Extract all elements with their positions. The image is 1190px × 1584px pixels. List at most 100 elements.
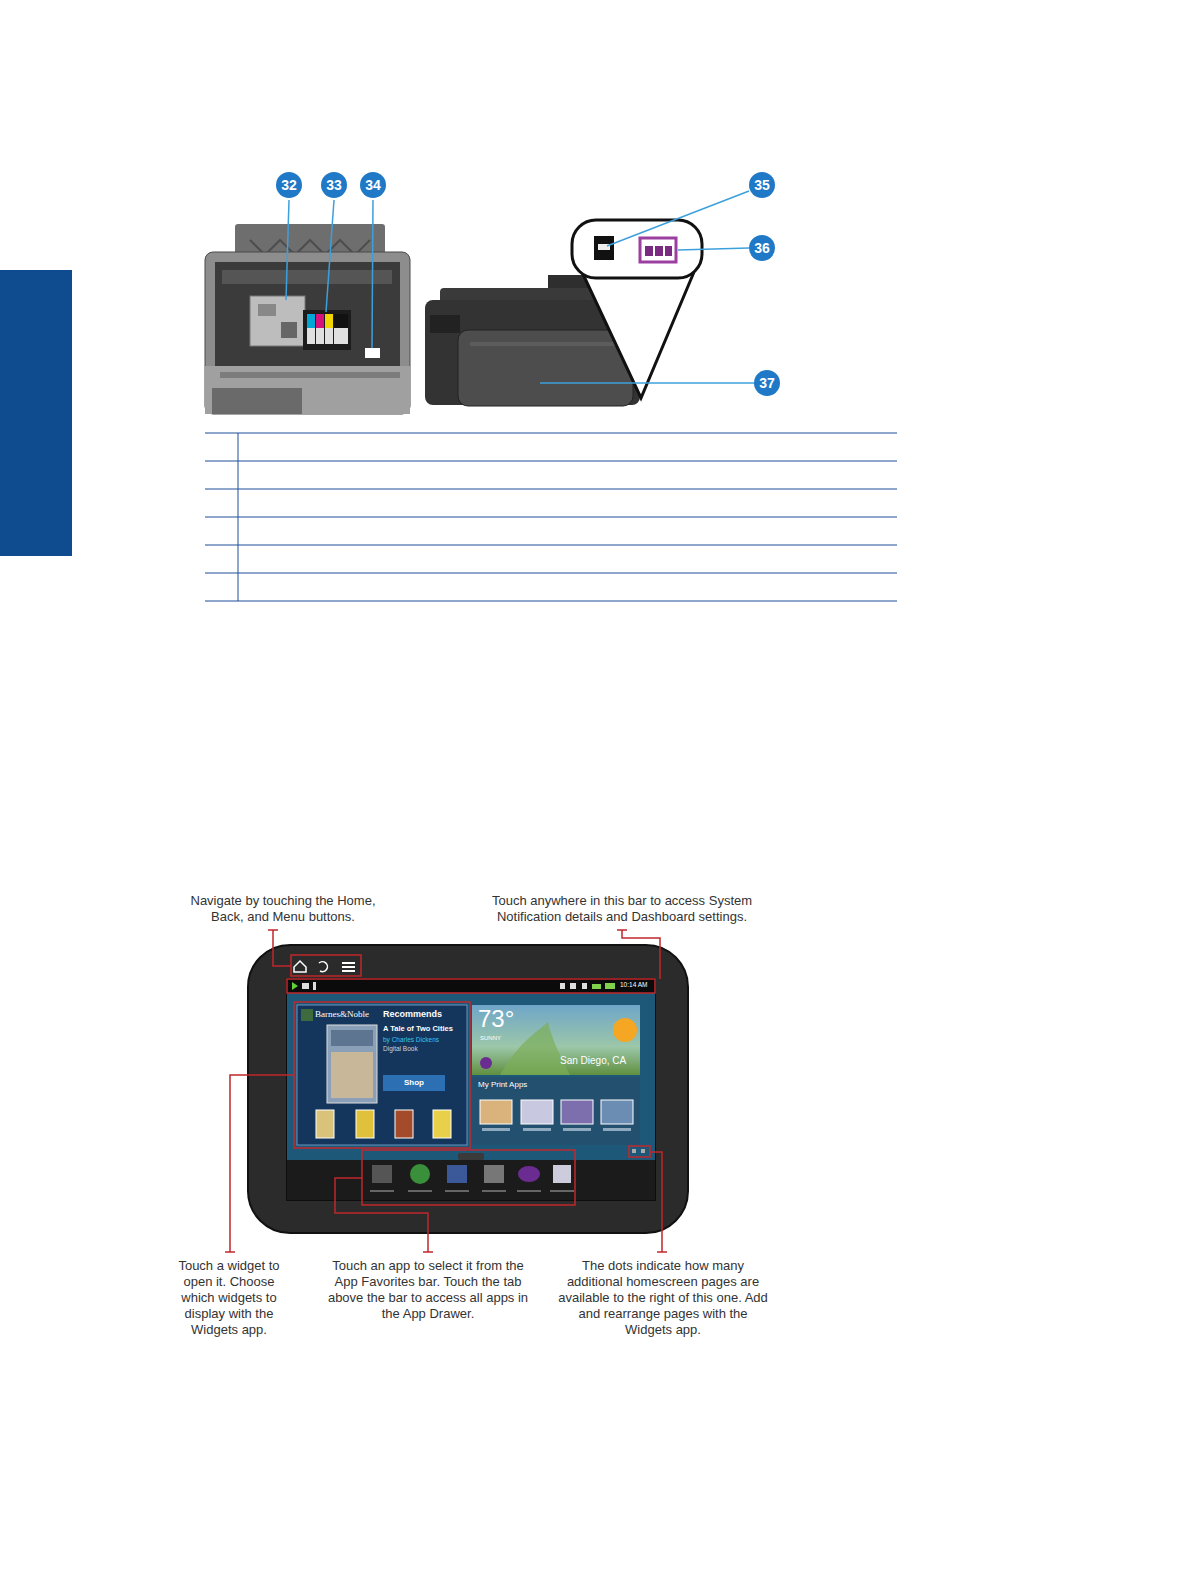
shop-button: Shop — [383, 1075, 445, 1091]
book-widget-text: Digital Book — [383, 1045, 418, 1052]
callout-number-text: 32 — [281, 177, 297, 193]
printer-inside-view-part — [334, 314, 348, 328]
book-widget-text: Recommends — [383, 1009, 442, 1019]
port-magnifier-part — [665, 246, 672, 256]
annotation-bracket-part — [617, 930, 660, 979]
weather-widget-text: 73° — [478, 1005, 514, 1033]
tablet-part — [605, 983, 615, 989]
callout-leader-part — [286, 200, 289, 300]
tablet-part — [331, 1030, 373, 1046]
callout-number: 34 — [360, 172, 386, 198]
callout-number-text: 35 — [754, 177, 770, 193]
book-widget-text: Barnes&Noble — [315, 1009, 369, 1019]
tablet-part — [248, 945, 688, 1233]
printer-inside-view-part — [222, 270, 392, 284]
callout-number-text: 37 — [759, 375, 775, 391]
printer-inside-view-part — [303, 310, 351, 350]
tablet-part — [472, 1077, 640, 1145]
tablet-part — [523, 1128, 551, 1131]
tablet-part — [292, 982, 298, 990]
tablet-part — [550, 1190, 574, 1192]
callout-number-text: 33 — [326, 177, 342, 193]
printer-inside-view-part — [316, 314, 324, 344]
printer-inside-view-part — [212, 388, 302, 414]
tablet-part — [484, 1165, 504, 1183]
callout-number-text: 36 — [754, 240, 770, 256]
printer-inside-view-part — [365, 348, 380, 358]
annotation-bracket-part — [268, 930, 291, 966]
print-apps-widget-text: My Print Apps — [478, 1080, 527, 1089]
port-magnifier-part — [572, 220, 702, 278]
book-widget-text: by Charles Dickens — [383, 1036, 439, 1043]
annotation-bracket-part — [287, 979, 655, 993]
port-magnifier-part — [582, 272, 694, 398]
tablet-part — [342, 966, 355, 968]
tablet-part — [447, 1165, 467, 1183]
tablet-part — [342, 962, 355, 964]
tablet-part — [316, 1110, 334, 1138]
callout-number: 33 — [321, 172, 347, 198]
annotation-note: Touch an app to select it from the App F… — [323, 1258, 533, 1322]
tablet-part — [480, 1100, 512, 1124]
printer-inside-view-part — [325, 314, 333, 344]
tablet-part — [472, 1005, 640, 1075]
port-magnifier-part — [655, 246, 663, 256]
annotation-note: Navigate by touching the Home, Back, and… — [178, 893, 388, 925]
tablet-part — [370, 1190, 394, 1192]
tablet-part — [408, 1190, 432, 1192]
tablet-part — [410, 1164, 430, 1184]
status-clock: 10:14 AM — [620, 981, 647, 988]
printer-inside-view-part — [250, 296, 305, 346]
tablet-part — [287, 1160, 655, 1200]
table-rule — [205, 433, 897, 601]
printer-inside-view-part — [205, 252, 410, 414]
callout-number: 32 — [276, 172, 302, 198]
tablet-part — [563, 1128, 591, 1131]
tablet-part — [433, 1110, 451, 1138]
tablet-part — [301, 1009, 313, 1021]
callout-leader-part — [678, 248, 749, 250]
tablet-part — [342, 970, 355, 972]
tablet-part — [641, 1149, 645, 1153]
tablet-part — [445, 1190, 469, 1192]
printer-inside-view-part — [307, 314, 315, 328]
annotation-bracket-part — [650, 1152, 667, 1252]
port-magnifier-part — [640, 238, 676, 262]
annotation-note: Touch a widget to open it. Choose which … — [166, 1258, 292, 1338]
side-tab — [0, 270, 72, 556]
annotation-bracket — [225, 930, 667, 1252]
weather-widget-text: SUNNY — [480, 1035, 501, 1042]
printer-inside-view — [205, 224, 410, 414]
tablet-part — [458, 1153, 484, 1160]
tablet-part — [601, 1100, 633, 1124]
table-rule-part — [205, 545, 897, 546]
table-rule-part — [205, 489, 897, 490]
book-widget-text: A Tale of Two Cities — [383, 1025, 453, 1034]
tablet-part — [287, 993, 655, 1160]
tablet-part — [582, 983, 587, 989]
tablet-part — [356, 1110, 374, 1138]
tablet-part — [372, 1165, 392, 1183]
shop-button-text: Shop — [404, 1078, 424, 1087]
printer-inside-view-part — [307, 314, 315, 344]
tablet-part — [327, 1025, 377, 1103]
weather-widget: 73°SUNNYSan Diego, CA — [472, 1005, 640, 1075]
port-magnifier — [572, 220, 702, 398]
printer-inside-view-part — [281, 322, 297, 338]
callout-number: 35 — [749, 172, 775, 198]
tablet-part — [319, 962, 327, 972]
tablet-part — [553, 1165, 571, 1183]
tablet-part — [313, 982, 316, 990]
table-rule-part — [205, 601, 897, 602]
tablet-part — [287, 980, 655, 992]
tablet-part — [331, 1052, 373, 1098]
printer-inside-view-part — [316, 314, 324, 328]
tablet-part — [521, 1100, 553, 1124]
callout-leader-part — [540, 382, 754, 384]
printer-inside-view-part — [334, 314, 348, 344]
printer-inside-view-part — [325, 314, 333, 328]
tablet-part — [603, 1128, 631, 1131]
port-magnifier-part — [645, 246, 653, 256]
print-apps-widget: My Print Apps — [472, 1077, 640, 1145]
annotation-bracket-part — [629, 1146, 650, 1157]
